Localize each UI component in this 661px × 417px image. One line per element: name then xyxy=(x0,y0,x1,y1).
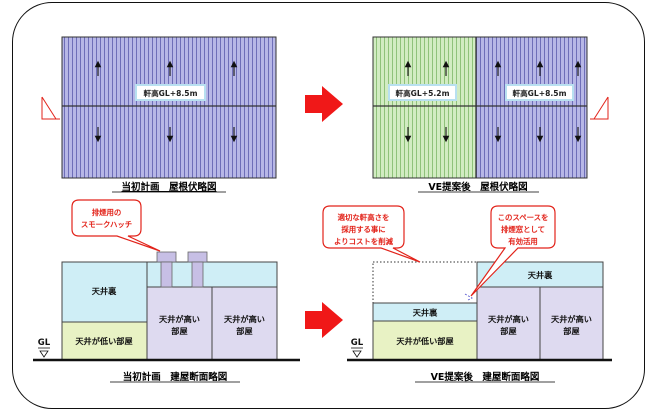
section-marker-right xyxy=(590,97,609,120)
ground-level-label: GL xyxy=(38,338,51,348)
caption-section-after: VE提案後 建屋断面略図 xyxy=(431,371,540,383)
eave-label-box xyxy=(135,84,206,101)
caption-roof-before: 当初計画 屋根伏略図 xyxy=(121,181,216,193)
svg-text:排煙窓として: 排煙窓として xyxy=(501,225,545,234)
svg-text:天井が高い: 天井が高い xyxy=(551,314,592,324)
svg-text:よりコストを削減: よりコストを削減 xyxy=(334,237,394,246)
svg-text:GL: GL xyxy=(351,338,364,348)
svg-text:天井が高い: 天井が高い xyxy=(488,314,529,324)
ground-level-icon xyxy=(352,350,362,358)
smoke-hatch-icon xyxy=(156,251,208,288)
eave-label-after-left: 軒高GL+5.2m xyxy=(396,88,450,98)
low-room-label: 天井が低い部屋 xyxy=(75,336,132,346)
outer-rounded-frame xyxy=(12,2,645,409)
callout-smoke-hatch: 排煙用の スモークハッチ xyxy=(71,199,161,252)
svg-text:部屋: 部屋 xyxy=(171,326,187,336)
svg-text:天井裏: 天井裏 xyxy=(528,270,553,280)
removed-volume-outline xyxy=(372,261,478,304)
svg-text:このスペースを: このスペースを xyxy=(498,213,549,222)
svg-text:適切な軒高さを: 適切な軒高さを xyxy=(338,213,390,222)
roof-plan-before: 軒高GL+8.5m 当初計画 屋根伏略図 xyxy=(41,36,277,193)
transition-arrow-top xyxy=(305,86,343,122)
svg-text:部屋: 部屋 xyxy=(500,326,516,336)
svg-text:天井が高い: 天井が高い xyxy=(224,314,265,324)
eave-label-after-right: 軒高GL+8.5m xyxy=(513,88,567,98)
roof-slope-arrows xyxy=(94,60,238,143)
svg-text:採用する事に: 採用する事に xyxy=(341,225,385,234)
callout-space-use: このスペースを 排煙窓として 有効活用 xyxy=(470,205,556,297)
callout-eave-height: 適切な軒高さを 採用する事に よりコストを削減 xyxy=(322,205,421,263)
ceiling-space-label: 天井裏 xyxy=(92,286,117,296)
smoke-window-icon xyxy=(464,293,473,301)
svg-text:有効活用: 有効活用 xyxy=(508,237,538,246)
section-after: 天井裏 天井が低い部屋 天井裏 天井が高い 部屋 天井が高い 部屋 適切な軒高さ… xyxy=(322,205,612,383)
caption-section-before: 当初計画 建屋断面略図 xyxy=(123,371,228,383)
svg-text:部屋: 部屋 xyxy=(236,326,252,336)
eave-label-before: 軒高GL+8.5m xyxy=(144,88,198,98)
section-before: 天井裏 天井が低い部屋 天井が高い 部屋 天井が高い 部屋 排煙用の スモークハ… xyxy=(33,199,300,383)
svg-text:天井裏: 天井裏 xyxy=(413,308,438,318)
high-room-label: 天井が高い xyxy=(159,314,200,324)
transition-arrow-bottom xyxy=(305,302,343,338)
caption-roof-after: VE提案後 屋根伏略図 xyxy=(428,181,527,193)
roof-slope-arrows-after xyxy=(404,60,582,143)
svg-text:排煙用の: 排煙用の xyxy=(92,208,122,217)
svg-text:部屋: 部屋 xyxy=(563,326,579,336)
svg-text:スモークハッチ: スモークハッチ xyxy=(81,220,132,229)
section-marker xyxy=(41,97,60,120)
ground-level-icon xyxy=(39,350,49,358)
roof-plan-after: 軒高GL+5.2m 軒高GL+8.5m VE提案後 屋根伏略図 xyxy=(372,36,609,193)
svg-text:天井が低い部屋: 天井が低い部屋 xyxy=(396,336,453,346)
